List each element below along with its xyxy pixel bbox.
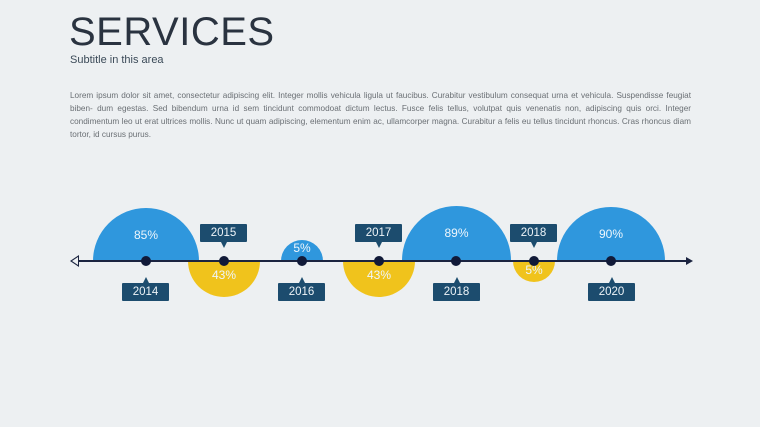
value-label: 5% [525, 263, 543, 277]
semicircle-2020: 90% [557, 207, 665, 261]
value-label: 43% [211, 268, 237, 282]
year-tag-2016: 2016 [278, 277, 325, 301]
year-tag-2015: 2015 [200, 224, 247, 248]
body-paragraph: Lorem ipsum dolor sit amet, consectetur … [70, 91, 691, 139]
semicircle-2015: 43% [188, 261, 260, 297]
page-subtitle: Subtitle in this area [70, 54, 164, 66]
semicircle-2018-b: 5% [513, 261, 555, 282]
dot-2018-b [529, 256, 539, 266]
arrow-left-icon [70, 255, 79, 267]
value-label: 90% [598, 227, 624, 241]
dot-2014 [141, 256, 151, 266]
semicircle-2017: 43% [343, 261, 415, 297]
value-label: 85% [133, 228, 159, 242]
year-tag-2017: 2017 [355, 224, 402, 248]
semicircle-2016: 5% [281, 240, 323, 261]
page-title: SERVICES [69, 10, 275, 54]
semicircle-2014: 85% [93, 208, 199, 261]
dot-2016 [297, 256, 307, 266]
year-tag-2020: 2020 [588, 277, 635, 301]
dot-2018-a [451, 256, 461, 266]
semicircle-2018-a: 89% [402, 206, 511, 261]
year-tag-2018-a: 2018 [433, 277, 480, 301]
dot-2017 [374, 256, 384, 266]
dot-2015 [219, 256, 229, 266]
value-label: 43% [366, 268, 392, 282]
arrow-right-icon [686, 257, 693, 265]
value-label: 89% [444, 226, 469, 240]
year-tag-2018-b: 2018 [510, 224, 557, 248]
value-label: 5% [293, 241, 311, 255]
year-tag-2014: 2014 [122, 277, 169, 301]
dot-2020 [606, 256, 616, 266]
